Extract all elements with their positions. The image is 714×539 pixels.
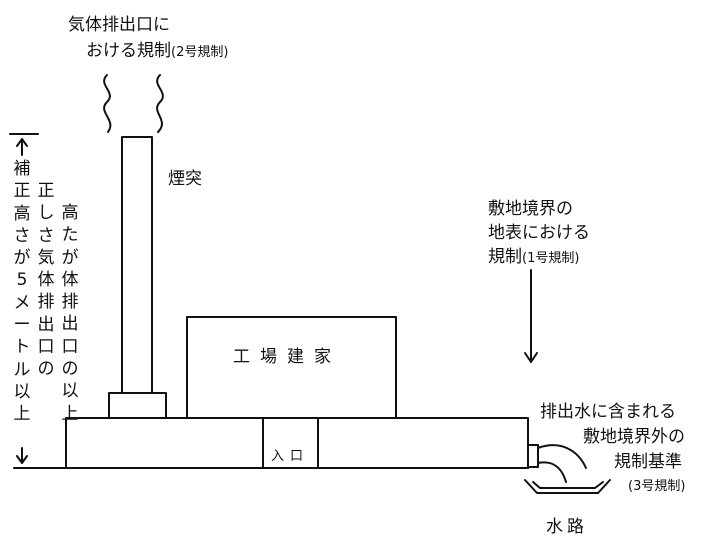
waterway-channel-outer xyxy=(524,479,611,494)
discharge-pipe xyxy=(527,444,539,468)
discharge-flow-lower xyxy=(537,461,567,483)
smoke-wave-left xyxy=(103,74,112,133)
gas-outlet-label-text: おける規制 xyxy=(86,41,171,61)
factory-building xyxy=(186,316,397,419)
boundary-label-text: 規制 xyxy=(488,247,522,267)
gas-outlet-label-line2: おける規制(2号規制) xyxy=(86,40,228,64)
height-label-col2: 正しさ気体排出口の xyxy=(37,181,55,380)
factory-label: 工場建家 xyxy=(233,347,341,367)
left-building xyxy=(65,417,264,469)
boundary-label-line2: 地表における xyxy=(488,223,590,243)
waterway-channel-inner xyxy=(532,481,604,489)
chimney-base xyxy=(108,392,167,419)
boundary-arrow-head xyxy=(524,352,538,363)
smoke-wave-right xyxy=(156,74,164,133)
discharge-flow-upper xyxy=(537,444,587,469)
chimney-label: 煙突 xyxy=(168,169,202,189)
right-building xyxy=(317,417,529,469)
height-arrow-up-head xyxy=(16,138,28,147)
height-arrow-down-head xyxy=(16,455,28,464)
gas-outlet-label-line1: 気体排出口に xyxy=(68,15,170,35)
discharge-type: (3号規制) xyxy=(628,479,686,494)
chimney-stack xyxy=(121,136,153,394)
boundary-label-line1: 敷地境界の xyxy=(488,199,573,219)
boundary-type: (1号規制) xyxy=(522,251,580,266)
discharge-label-line2: 敷地境界外の xyxy=(583,427,685,447)
height-label-col1: 補正高さが5メートル以上 xyxy=(13,159,31,425)
waterway-label: 水路 xyxy=(546,517,588,537)
height-label-col3: 高たが体排出口の以上 xyxy=(61,203,79,424)
entrance-label: 入口 xyxy=(271,449,310,464)
discharge-label-line1: 排出水に含まれる xyxy=(540,402,676,422)
gas-outlet-type: (2号規制) xyxy=(171,45,229,60)
boundary-label-line3: 規制(1号規制) xyxy=(488,246,579,270)
discharge-label-line3: 規制基準 xyxy=(614,452,682,472)
